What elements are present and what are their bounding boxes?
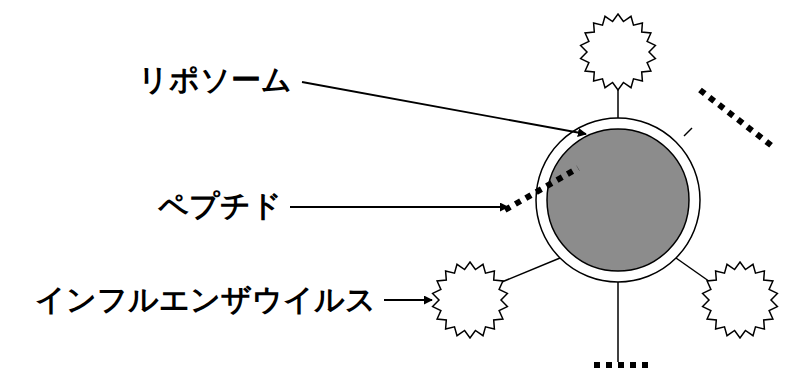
part-label: リポソーム	[138, 63, 292, 97]
liposome-core	[547, 129, 689, 271]
part-label: インフルエンザウイルス	[35, 283, 376, 317]
influenza-viruses	[433, 14, 778, 338]
virus-symbol	[433, 262, 508, 338]
virus-symbol	[703, 262, 778, 338]
virus-symbol	[581, 14, 656, 90]
part-label: ペプチド	[158, 189, 282, 223]
peptides	[505, 90, 772, 365]
leader-arrows	[290, 82, 586, 300]
stem-lines	[497, 90, 713, 362]
liposome-membrane	[536, 118, 700, 282]
